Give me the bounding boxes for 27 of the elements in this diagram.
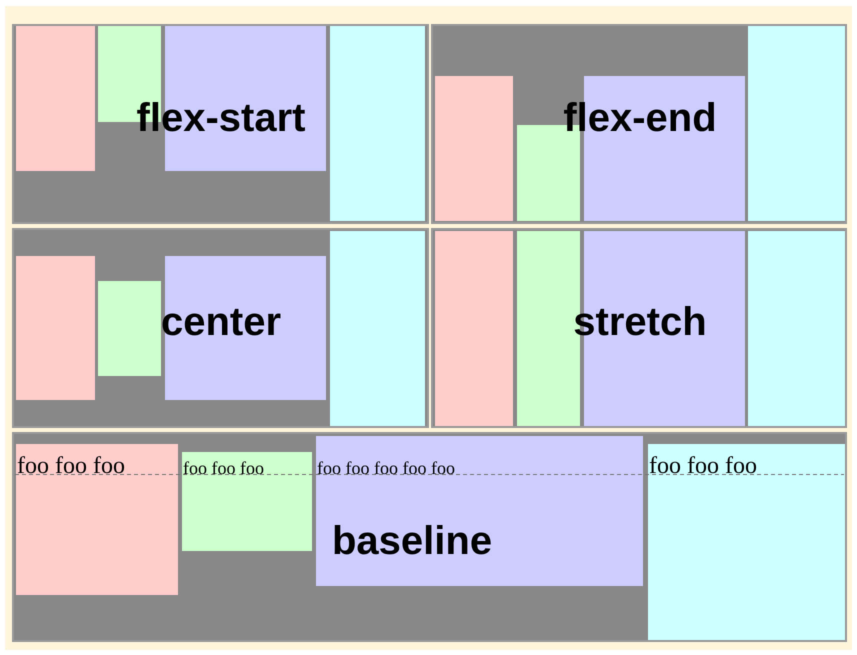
flex-container xyxy=(431,228,847,428)
flex-item xyxy=(316,436,643,586)
flex-container xyxy=(12,24,429,224)
flex-container xyxy=(431,24,847,224)
flex-item xyxy=(16,256,95,400)
alignment-label: stretch xyxy=(573,302,707,342)
flex-item xyxy=(435,231,513,426)
flex-item xyxy=(648,444,845,640)
flex-item xyxy=(98,281,161,376)
flex-item xyxy=(748,231,845,426)
sample-text: foo foo foo xyxy=(17,454,125,478)
flex-item xyxy=(435,76,513,221)
alignment-label: flex-start xyxy=(136,98,306,138)
alignment-label: flex-end xyxy=(563,98,717,138)
alignment-label: baseline xyxy=(332,521,492,561)
flex-item xyxy=(16,26,95,171)
flex-item xyxy=(330,26,425,221)
flex-item xyxy=(16,444,178,595)
flex-container xyxy=(12,228,429,428)
sample-text: foo foo foo xyxy=(649,454,757,478)
flex-container xyxy=(12,432,847,642)
flex-item xyxy=(182,452,312,551)
sample-text: foo foo foo foo foo xyxy=(317,458,455,477)
alignment-label: center xyxy=(160,302,282,342)
flex-item xyxy=(748,26,845,221)
flex-item xyxy=(330,231,425,426)
sample-text: foo foo foo xyxy=(183,458,264,477)
